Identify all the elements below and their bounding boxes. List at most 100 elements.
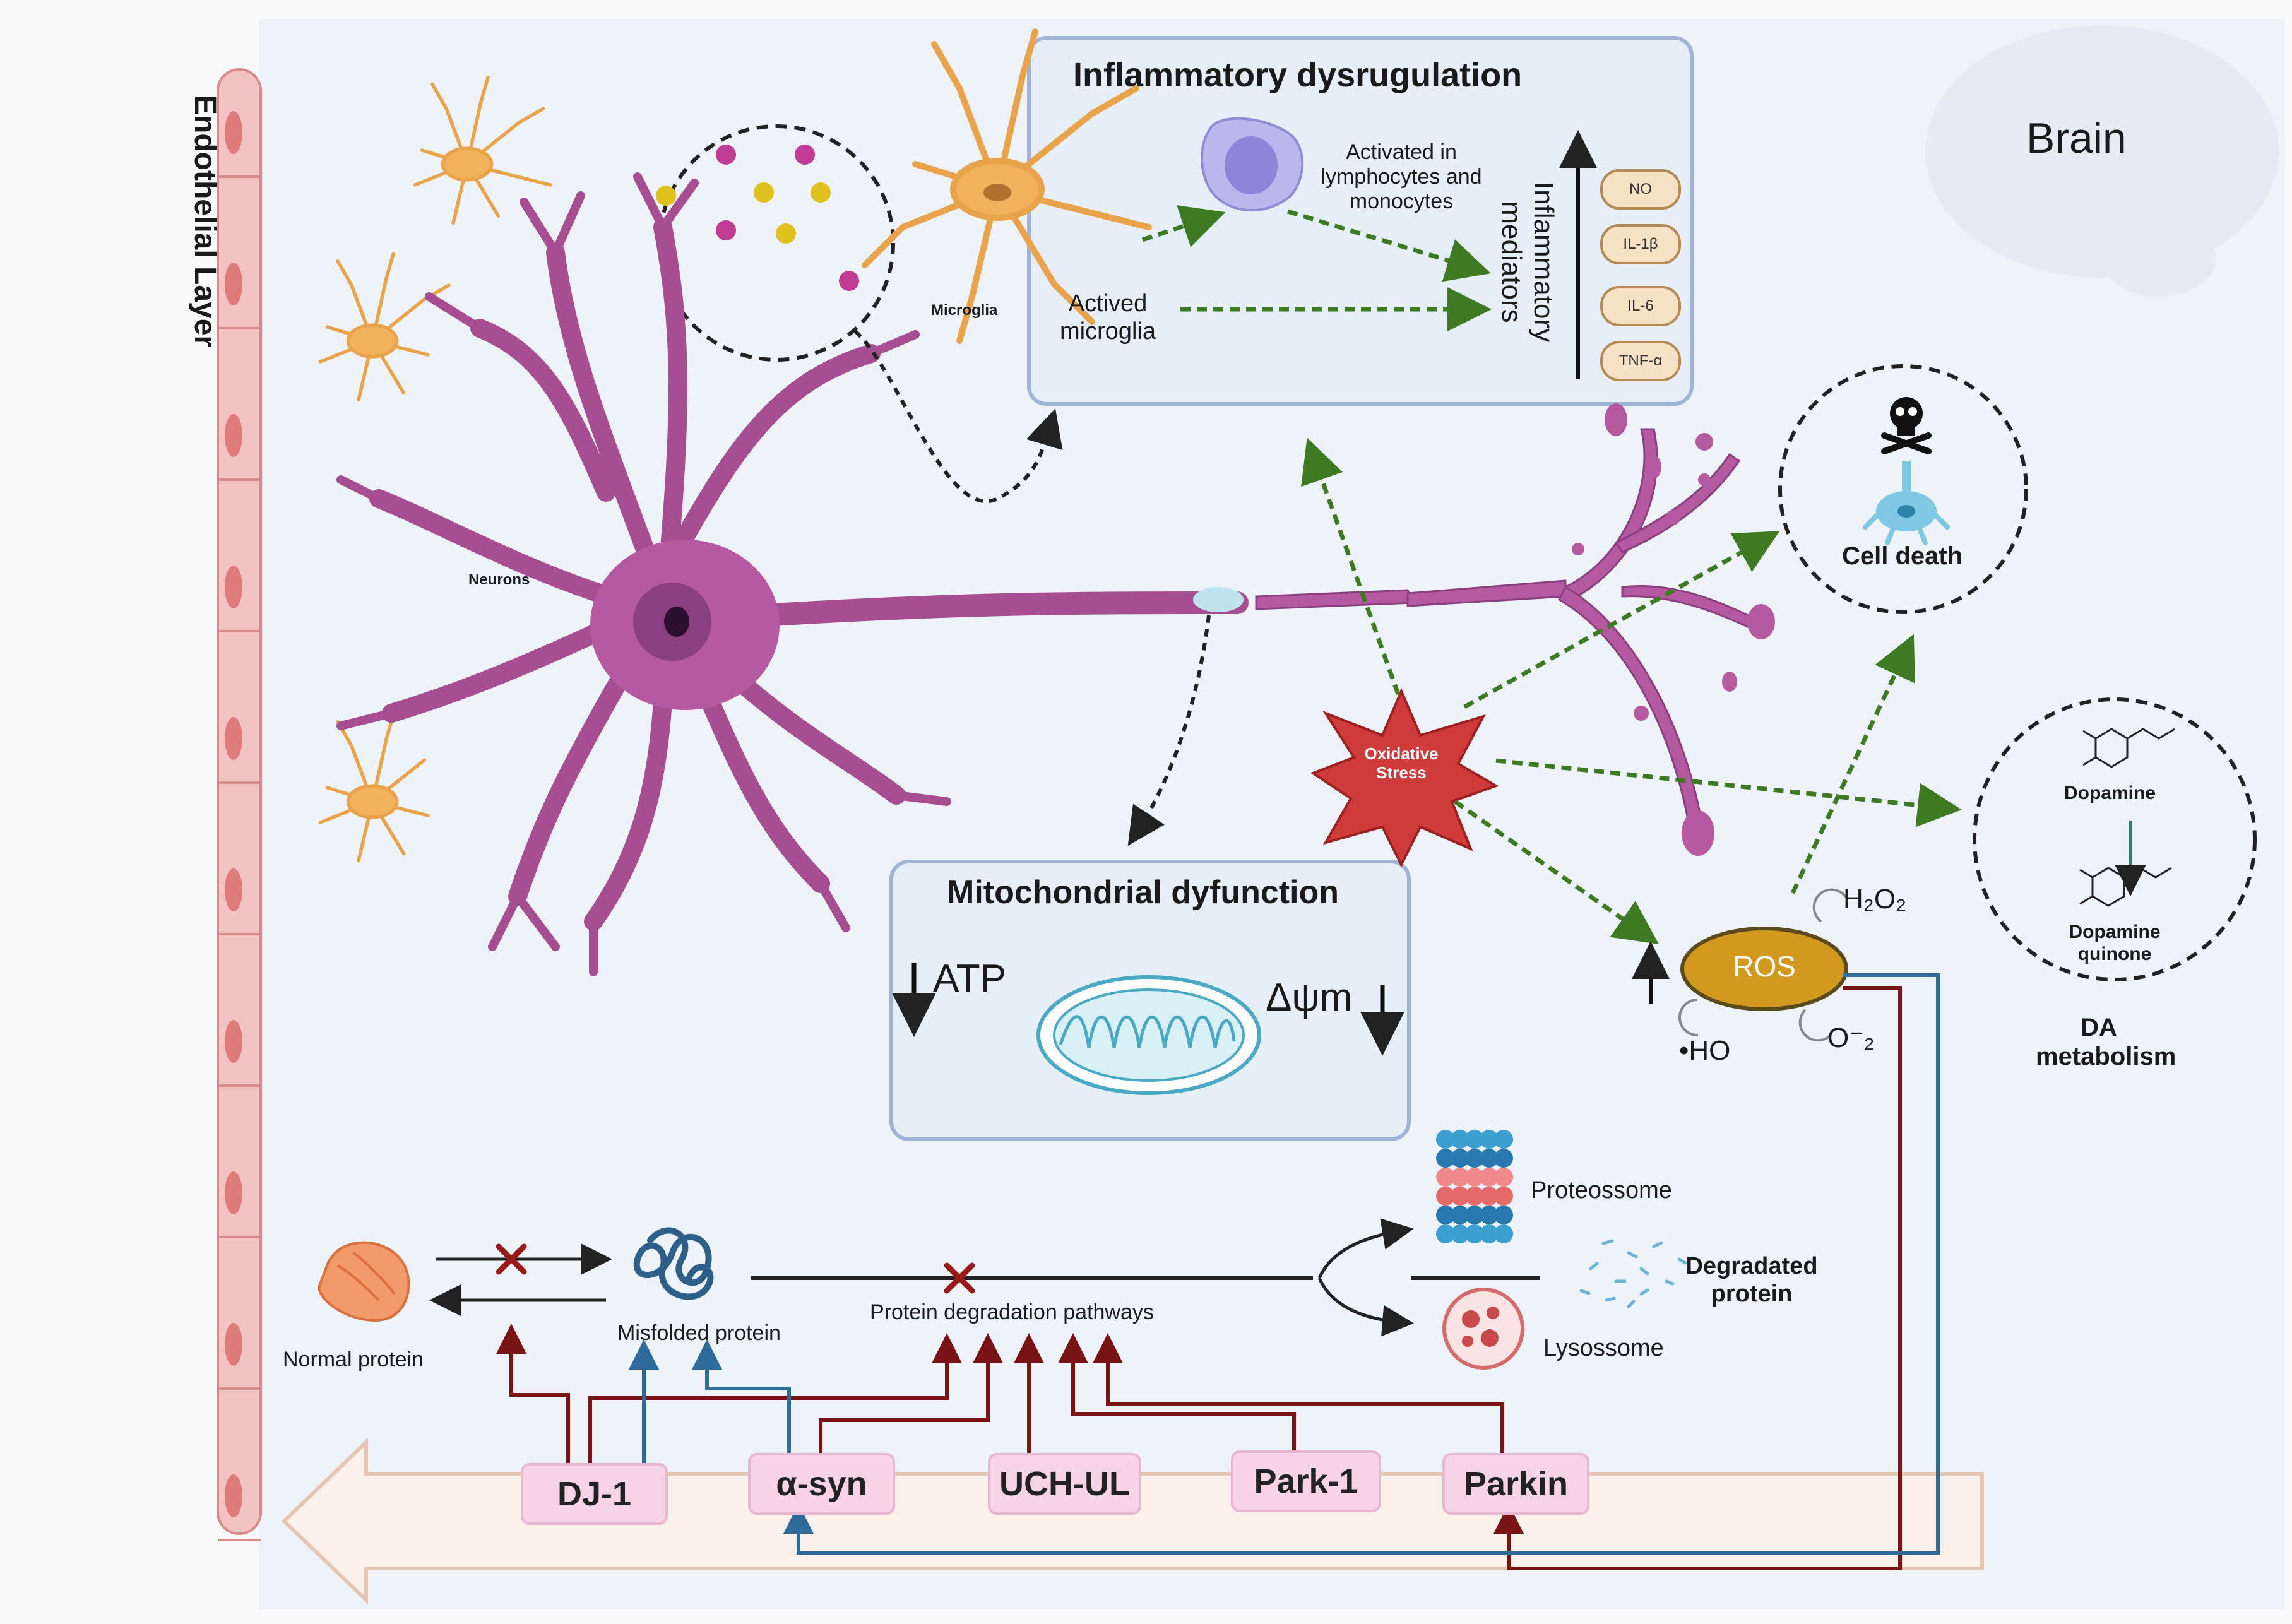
- proteasome-subunit: [1480, 1130, 1499, 1149]
- misfolded-protein-label: Misfolded protein: [617, 1321, 781, 1345]
- proteasome-subunit: [1451, 1130, 1470, 1149]
- mediator-il1b: IL-1β: [1600, 224, 1681, 264]
- brain-label: Brain: [2026, 114, 2127, 162]
- proteasome-subunit: [1494, 1149, 1513, 1168]
- proteasome-subunit: [1480, 1206, 1499, 1224]
- lymphocyte-cell: [1201, 117, 1304, 212]
- da-metabolism-circle: [1973, 697, 2257, 981]
- dopamine-quinone-label: Dopamine quinone: [2069, 922, 2161, 964]
- ros-ellipse: [1680, 927, 1848, 1011]
- proteasome-subunit: [1451, 1206, 1470, 1224]
- inflammatory-panel: [1027, 36, 1694, 406]
- endothelial-cell-nucleus: [225, 1323, 242, 1366]
- hydroxyl-label: •HO: [1679, 1035, 1731, 1066]
- actived-microglia-label: Actived microglia: [1059, 290, 1156, 345]
- proteasome-subunit: [1480, 1224, 1499, 1243]
- gene-parkin: Parkin: [1442, 1453, 1589, 1515]
- proteosome-label: Proteossome: [1531, 1177, 1672, 1204]
- microglia-cells: [318, 28, 1152, 863]
- green-dashed-arrows: [1141, 205, 1962, 945]
- endothelial-layer: [217, 68, 262, 1541]
- endothelial-cell-nucleus: [225, 1474, 242, 1517]
- proteasome-subunit: [1465, 1168, 1484, 1187]
- protein-degradation-label: Protein degradation pathways: [870, 1300, 1154, 1324]
- degraded-protein-particles: [1579, 1239, 1687, 1308]
- lysosome-label: Lysossome: [1543, 1335, 1664, 1361]
- proteasome-subunit: [1451, 1187, 1470, 1206]
- h2o2-label: H₂O₂: [1843, 884, 1907, 915]
- dopamine-structure: [2082, 728, 2175, 768]
- proteasome-subunit: [1465, 1130, 1484, 1149]
- endothelial-cell-nucleus: [225, 1171, 242, 1214]
- gene-dj1: DJ-1: [521, 1463, 668, 1525]
- gene-park1: Park-1: [1231, 1450, 1381, 1512]
- mediator-tnfa: TNF-α: [1600, 341, 1681, 381]
- proteasome-icon: [1436, 1130, 1513, 1243]
- mitochondrial-title: Mitochondrial dyfunction: [947, 874, 1339, 911]
- endothelial-cell-nucleus: [225, 1020, 242, 1063]
- dopamine-label: Dopamine: [2064, 783, 2156, 803]
- gene-regulation-lines: [496, 973, 1940, 1570]
- endothelial-cell-nucleus: [225, 717, 242, 760]
- normal-protein-icon: [317, 1241, 410, 1322]
- proteasome-subunit: [1436, 1187, 1455, 1206]
- dying-neuron-icon: [1863, 461, 1950, 545]
- microglia-label: Microglia: [931, 302, 998, 319]
- proteasome-subunit: [1494, 1206, 1513, 1224]
- endothelial-layer-label: Endothelial Layer: [188, 95, 222, 348]
- brain-silhouette: [1925, 25, 2279, 297]
- degraded-protein-label: Degradated protein: [1685, 1253, 1818, 1307]
- da-metabolism-label: DA metabolism: [2036, 1014, 2176, 1070]
- cell-death-circle: [1778, 364, 2028, 614]
- proteasome-subunit: [1494, 1224, 1513, 1243]
- proteasome-subunit: [1436, 1224, 1455, 1243]
- proteasome-subunit: [1465, 1187, 1484, 1206]
- proteasome-subunit: [1465, 1224, 1484, 1243]
- endothelial-cell-nucleus: [225, 868, 242, 911]
- mediator-no: NO: [1600, 169, 1681, 210]
- proteasome-subunit: [1480, 1187, 1499, 1206]
- proteasome-subunit: [1436, 1149, 1455, 1168]
- superoxide-label: O⁻₂: [1827, 1022, 1875, 1053]
- inflammatory-title: Inflammatory dysrugulation: [1073, 56, 1523, 94]
- proteasome-subunit: [1494, 1130, 1513, 1149]
- lysosome-icon: [1442, 1288, 1524, 1370]
- oxidative-stress-label: Oxidative Stress: [1364, 744, 1439, 782]
- cell-death-label: Cell death: [1842, 542, 1963, 570]
- proteasome-subunit: [1480, 1149, 1499, 1168]
- neuron: [336, 172, 1775, 976]
- misfolded-protein-icon: [633, 1227, 714, 1300]
- skull-icon: [1881, 397, 1932, 454]
- proteasome-subunit: [1451, 1149, 1470, 1168]
- ros-radicals: [1678, 888, 1848, 1042]
- atp-label: ATP: [933, 957, 1006, 1000]
- proteasome-subunit: [1494, 1168, 1513, 1187]
- mediators-label-box: Inflammatory mediators: [1490, 76, 1565, 342]
- mitochondrion: [1036, 975, 1261, 1095]
- proteasome-subunit: [1465, 1149, 1484, 1168]
- proteasome-subunit: [1465, 1206, 1484, 1224]
- endothelial-cell-nucleus: [225, 414, 242, 457]
- inflammatory-mediators-label: Inflammatory mediators: [1496, 181, 1559, 343]
- activated-in-label: Activated in lymphocytes and monocytes: [1321, 140, 1482, 214]
- gene-alpha-syn: α-syn: [748, 1453, 895, 1515]
- oxidative-stress-star: [1310, 687, 1499, 868]
- mediator-il6: IL-6: [1600, 286, 1681, 326]
- membrane-potential-label: Δψm: [1266, 976, 1353, 1019]
- black-dashed-arrows: [854, 329, 1211, 846]
- proteasome-subunit: [1480, 1168, 1499, 1187]
- proteasome-subunit: [1436, 1168, 1455, 1187]
- neurons-label: Neurons: [468, 571, 530, 588]
- blocked-x-marks: [496, 1243, 975, 1294]
- gene-uch-ul: UCH-UL: [988, 1453, 1141, 1515]
- ros-label: ROS: [1733, 950, 1796, 983]
- proteasome-subunit: [1436, 1130, 1455, 1149]
- endothelial-cell-nucleus: [225, 263, 242, 305]
- normal-protein-label: Normal protein: [283, 1348, 424, 1372]
- proteasome-subunit: [1451, 1224, 1470, 1243]
- cytokine-particles: [656, 145, 859, 291]
- proteasome-subunit: [1451, 1168, 1470, 1187]
- protein-flow-arrows: [429, 1218, 1540, 1337]
